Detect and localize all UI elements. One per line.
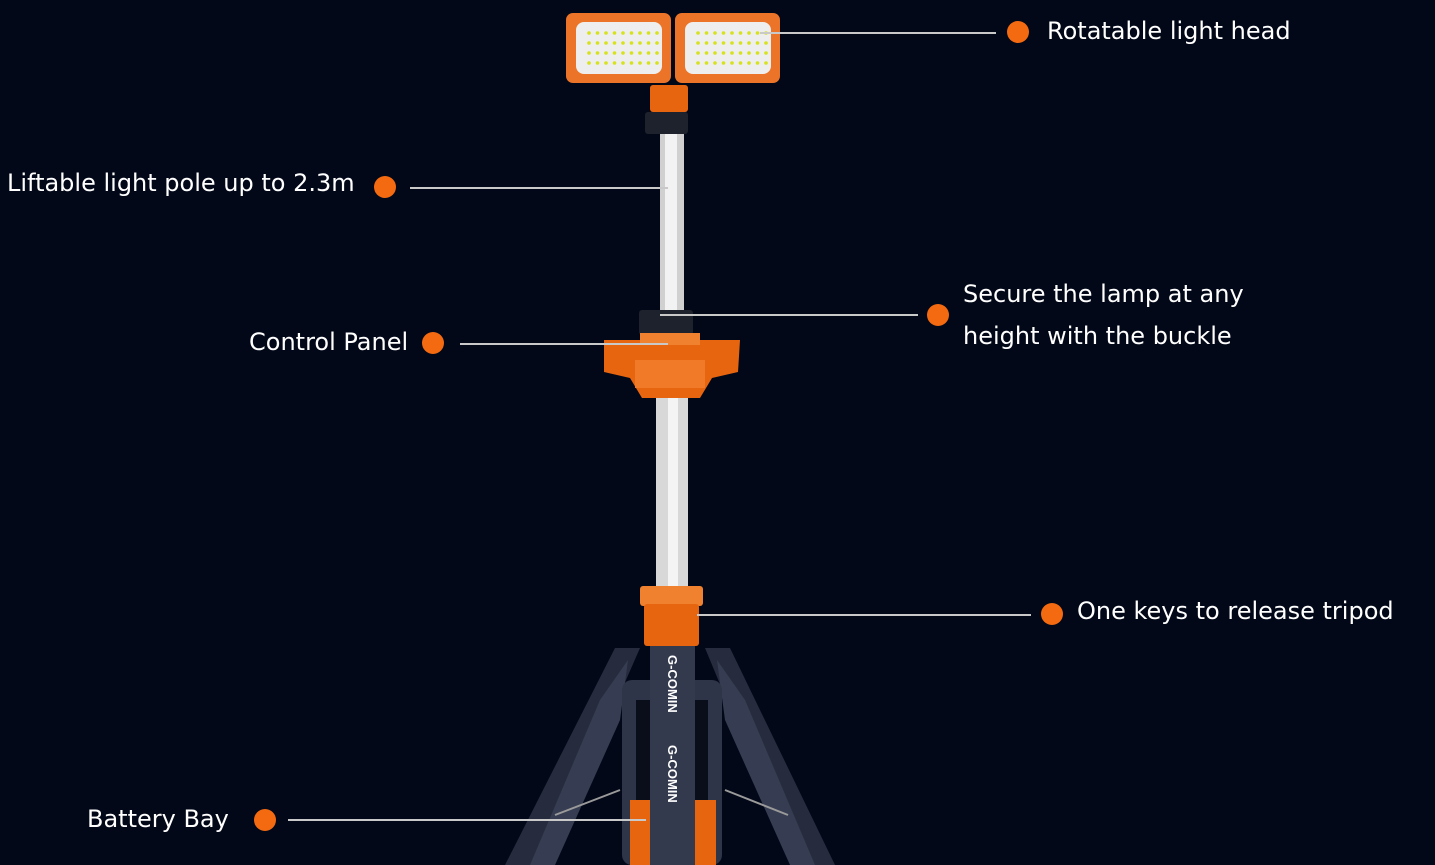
led <box>655 61 659 65</box>
light-head-leader-line <box>760 32 996 34</box>
light-head-left <box>566 13 671 83</box>
led <box>713 61 717 65</box>
led <box>621 51 625 55</box>
buckle <box>639 310 693 335</box>
buckle-label-line1: Secure the lamp at any <box>963 280 1244 308</box>
led <box>704 41 709 45</box>
light-pole-leader-line <box>410 187 668 189</box>
battery-bay-leader-line <box>288 819 646 821</box>
light-head-label: Rotatable light head <box>1047 17 1291 45</box>
led <box>629 51 634 55</box>
led <box>755 41 760 45</box>
led <box>730 41 734 45</box>
led <box>646 61 651 65</box>
led <box>604 61 608 65</box>
buckle-marker-dot <box>927 304 949 326</box>
control-panel <box>604 333 740 398</box>
led <box>646 31 651 35</box>
led <box>738 41 743 45</box>
led <box>612 51 617 55</box>
led <box>595 41 600 45</box>
led <box>638 41 642 45</box>
brand-text: G-COMIN <box>665 745 680 803</box>
tripod: G-COMIN G-COMIN <box>505 645 835 865</box>
tripod-release-label: One keys to release tripod <box>1077 597 1394 625</box>
led <box>587 31 591 35</box>
led <box>747 61 751 65</box>
led <box>696 51 700 55</box>
led <box>730 51 734 55</box>
tripod-release-leader-line <box>697 614 1031 616</box>
led <box>655 41 659 45</box>
buckle-label-line2: height with the buckle <box>963 322 1232 350</box>
led <box>755 31 760 35</box>
led <box>696 41 700 45</box>
led <box>704 61 709 65</box>
led <box>612 31 617 35</box>
tripod-release-marker-dot <box>1041 603 1063 625</box>
led <box>638 51 642 55</box>
led <box>696 31 700 35</box>
led <box>604 31 608 35</box>
led <box>764 51 768 55</box>
control-panel-marker-dot <box>422 332 444 354</box>
led <box>738 31 743 35</box>
led <box>747 41 751 45</box>
light-head-marker-dot <box>1007 21 1029 43</box>
led <box>696 61 700 65</box>
led <box>587 61 591 65</box>
led <box>713 31 717 35</box>
led <box>730 61 734 65</box>
brand-text: G-COMIN <box>665 655 680 713</box>
light-pole-label: Liftable light pole up to 2.3m <box>7 169 355 197</box>
led <box>704 31 709 35</box>
light-head-right <box>675 13 780 83</box>
led <box>738 51 743 55</box>
battery-bay-label: Battery Bay <box>87 805 229 833</box>
led <box>646 41 651 45</box>
led <box>704 51 709 55</box>
led <box>587 51 591 55</box>
led <box>738 61 743 65</box>
buckle-leader-line <box>660 314 918 316</box>
control-panel-leader-line <box>460 343 668 345</box>
control-panel-label: Control Panel <box>249 328 409 356</box>
led <box>713 41 717 45</box>
led <box>713 51 717 55</box>
led <box>621 61 625 65</box>
led <box>595 31 600 35</box>
led <box>747 51 751 55</box>
led <box>747 31 751 35</box>
led <box>629 31 634 35</box>
led <box>721 51 726 55</box>
tripod-release-collar <box>640 586 703 646</box>
led <box>595 61 600 65</box>
led <box>655 51 659 55</box>
led <box>755 51 760 55</box>
led <box>587 41 591 45</box>
led <box>621 31 625 35</box>
led <box>612 41 617 45</box>
led <box>764 61 768 65</box>
led <box>638 61 642 65</box>
led <box>595 51 600 55</box>
led <box>655 31 659 35</box>
led <box>629 41 634 45</box>
led <box>730 31 734 35</box>
led <box>604 41 608 45</box>
led <box>721 41 726 45</box>
led <box>604 51 608 55</box>
light-pole-marker-dot <box>374 176 396 198</box>
led <box>638 31 642 35</box>
battery-bay-marker-dot <box>254 809 276 831</box>
led <box>646 51 651 55</box>
led <box>612 61 617 65</box>
led <box>621 41 625 45</box>
led <box>721 31 726 35</box>
led <box>629 61 634 65</box>
led <box>755 61 760 65</box>
led <box>721 61 726 65</box>
led <box>764 41 768 45</box>
